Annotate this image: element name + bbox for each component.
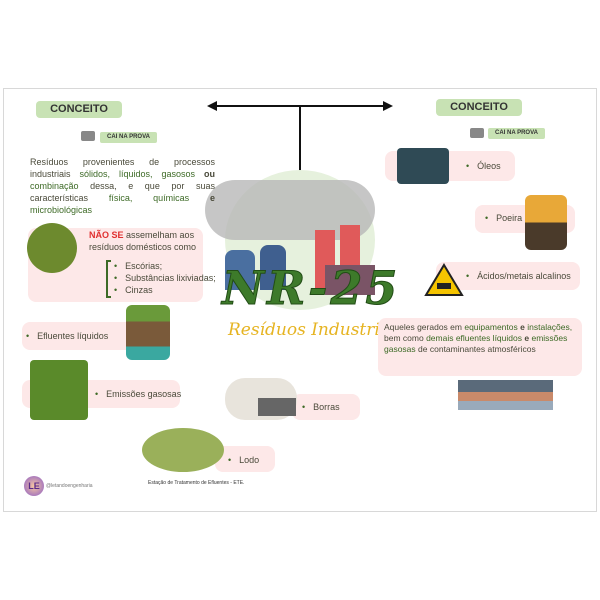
item-oleos: Óleos [466, 161, 501, 171]
corrosive-warning-icon [424, 263, 464, 296]
ete-caption: Estação de Tratamento de Efluentes - ETE… [148, 480, 245, 486]
item-efluentes-liquidos: Efluentes líquidos [26, 331, 108, 341]
item-emissoes-gasosas: Emissões gasosas [95, 389, 181, 399]
desc-text: de contaminantes atmosféricos [418, 344, 536, 354]
printer-icon [81, 131, 95, 141]
def-highlight: combinação [30, 181, 79, 191]
worker-drill-image [525, 195, 567, 250]
right-description: Aqueles gerados em equipamentos e instal… [384, 322, 580, 355]
desc-text: bem como [384, 333, 424, 343]
wastewater-image [126, 305, 170, 360]
def-highlight: microbiológicas [30, 205, 93, 215]
printer-icon [470, 128, 484, 138]
item-lodo: Lodo [228, 455, 259, 465]
bracket [106, 260, 111, 298]
exclusion-item: Cinzas [114, 284, 216, 296]
exclusion-text: NÃO SE assemelham aos resíduos doméstico… [89, 229, 201, 253]
truck-image [258, 398, 296, 416]
pollution-image [458, 380, 553, 410]
desc-text: e [524, 333, 530, 343]
factory-image [30, 360, 88, 420]
def-text: dessa, e que por suas características [30, 181, 215, 203]
item-acidos: Ácidos/metais alcalinos [466, 271, 571, 281]
oil-barrels-image [397, 148, 449, 184]
exclusion-item: Substâncias lixiviadas; [114, 272, 216, 284]
household-waste-image [27, 223, 77, 273]
desc-highlight: equipamentos [464, 322, 518, 332]
left-exam-badge: CAI NA PROVA [100, 132, 157, 143]
item-poeira: Poeira [485, 213, 522, 223]
author-handle: @letandoengenharia [46, 483, 93, 489]
exclusion-highlight: NÃO SE [89, 230, 124, 240]
main-subtitle: Resíduos Industriais [228, 320, 405, 340]
desc-highlight: demais efluentes líquidos [426, 333, 522, 343]
center-illustration [205, 160, 390, 310]
def-text: ou [204, 169, 215, 179]
exclusion-desc: assemelham aos resíduos domésticos como [89, 230, 197, 252]
ete-image [142, 428, 224, 472]
desc-text: e [520, 322, 525, 332]
left-definition: Resíduos provenientes de processos indus… [30, 156, 215, 216]
right-concept-label: CONCEITO [436, 99, 522, 116]
desc-highlight: emissões gasosas [384, 333, 568, 354]
item-borras: Borras [302, 402, 340, 412]
main-title: NR-25 [221, 261, 401, 315]
def-text: Resíduos provenientes de processos indus… [30, 157, 215, 179]
logo-text: LE [28, 481, 40, 491]
page-frame [3, 88, 597, 512]
def-highlight: física, químicas [108, 193, 190, 203]
author-logo: LE [24, 476, 44, 496]
exclusion-item: Escórias; [114, 260, 216, 272]
left-concept-label: CONCEITO [36, 101, 122, 118]
exclusion-list: Escórias; Substâncias lixiviadas; Cinzas [114, 260, 216, 296]
right-exam-badge: CAI NA PROVA [488, 128, 545, 139]
desc-highlight: instalações, [527, 322, 573, 332]
desc-text: Aqueles gerados em [384, 322, 462, 332]
description-card [378, 318, 582, 376]
def-highlight: sólidos, líquidos, gasosos [79, 169, 196, 179]
def-text: e [209, 193, 215, 203]
